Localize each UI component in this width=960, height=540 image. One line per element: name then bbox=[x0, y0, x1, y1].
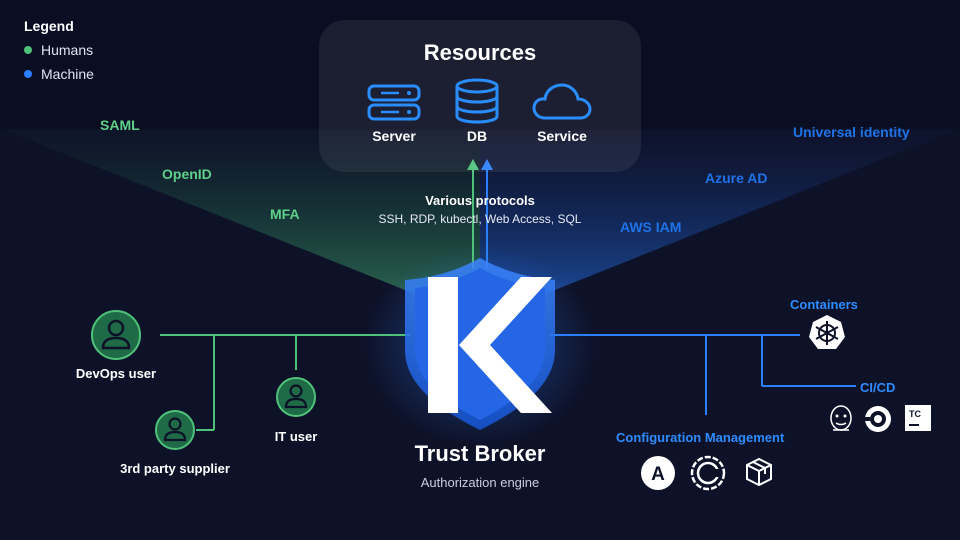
various-protocols-list: SSH, RDP, kubectl, Web Access, SQL bbox=[378, 212, 582, 226]
humans-dot-icon bbox=[24, 46, 32, 54]
database-icon bbox=[455, 78, 499, 124]
svg-text:TC: TC bbox=[909, 409, 921, 419]
server-icon bbox=[367, 84, 421, 121]
config-management-label: Configuration Management bbox=[616, 430, 785, 445]
circleci-icon bbox=[863, 406, 891, 432]
protocol-saml: SAML bbox=[100, 117, 140, 133]
kubernetes-icon bbox=[809, 315, 845, 349]
puppet-icon bbox=[746, 457, 772, 487]
resource-label-service: Service bbox=[537, 128, 587, 144]
trust-broker-subtitle: Authorization engine bbox=[420, 475, 540, 490]
resources-title: Resources bbox=[423, 40, 537, 65]
supplier-user-icon bbox=[155, 410, 195, 450]
identity-universal: Universal identity bbox=[793, 124, 910, 140]
cloud-icon bbox=[532, 83, 592, 120]
devops-user-label: DevOps user bbox=[75, 366, 157, 381]
svg-text:A: A bbox=[651, 464, 665, 485]
machine-cone bbox=[480, 128, 960, 320]
teamcity-icon: TC bbox=[905, 405, 931, 431]
legend-label: Machine bbox=[41, 66, 94, 82]
machine-connectors bbox=[486, 170, 856, 415]
containers-label: Containers bbox=[790, 297, 858, 312]
legend-label: Humans bbox=[41, 42, 94, 58]
chef-icon bbox=[690, 455, 726, 491]
identity-aws-iam: AWS IAM bbox=[620, 219, 682, 235]
cicd-label: CI/CD bbox=[860, 380, 896, 395]
devops-user-icon bbox=[91, 310, 141, 360]
it-user-label: IT user bbox=[274, 429, 318, 444]
trust-broker-title: Trust Broker bbox=[414, 441, 546, 466]
human-cone bbox=[0, 128, 480, 320]
it-user-icon bbox=[276, 377, 316, 417]
protocol-openid: OpenID bbox=[162, 166, 212, 182]
ansible-icon: A bbox=[641, 456, 675, 490]
legend-item-humans: Humans bbox=[24, 42, 93, 58]
resource-label-db: DB bbox=[466, 128, 488, 144]
various-protocols-title: Various protocols bbox=[425, 193, 535, 208]
legend-title: Legend bbox=[24, 18, 74, 34]
legend-item-machine: Machine bbox=[24, 66, 94, 82]
machine-dot-icon bbox=[24, 70, 32, 78]
jenkins-icon bbox=[830, 405, 852, 431]
resources-panel bbox=[319, 20, 641, 172]
protocol-mfa: MFA bbox=[270, 206, 300, 222]
supplier-user-label: 3rd party supplier bbox=[120, 461, 230, 476]
human-connectors bbox=[160, 170, 474, 431]
trust-broker-shield bbox=[405, 258, 555, 430]
identity-azure-ad: Azure AD bbox=[705, 170, 768, 186]
resource-label-server: Server bbox=[372, 128, 416, 144]
